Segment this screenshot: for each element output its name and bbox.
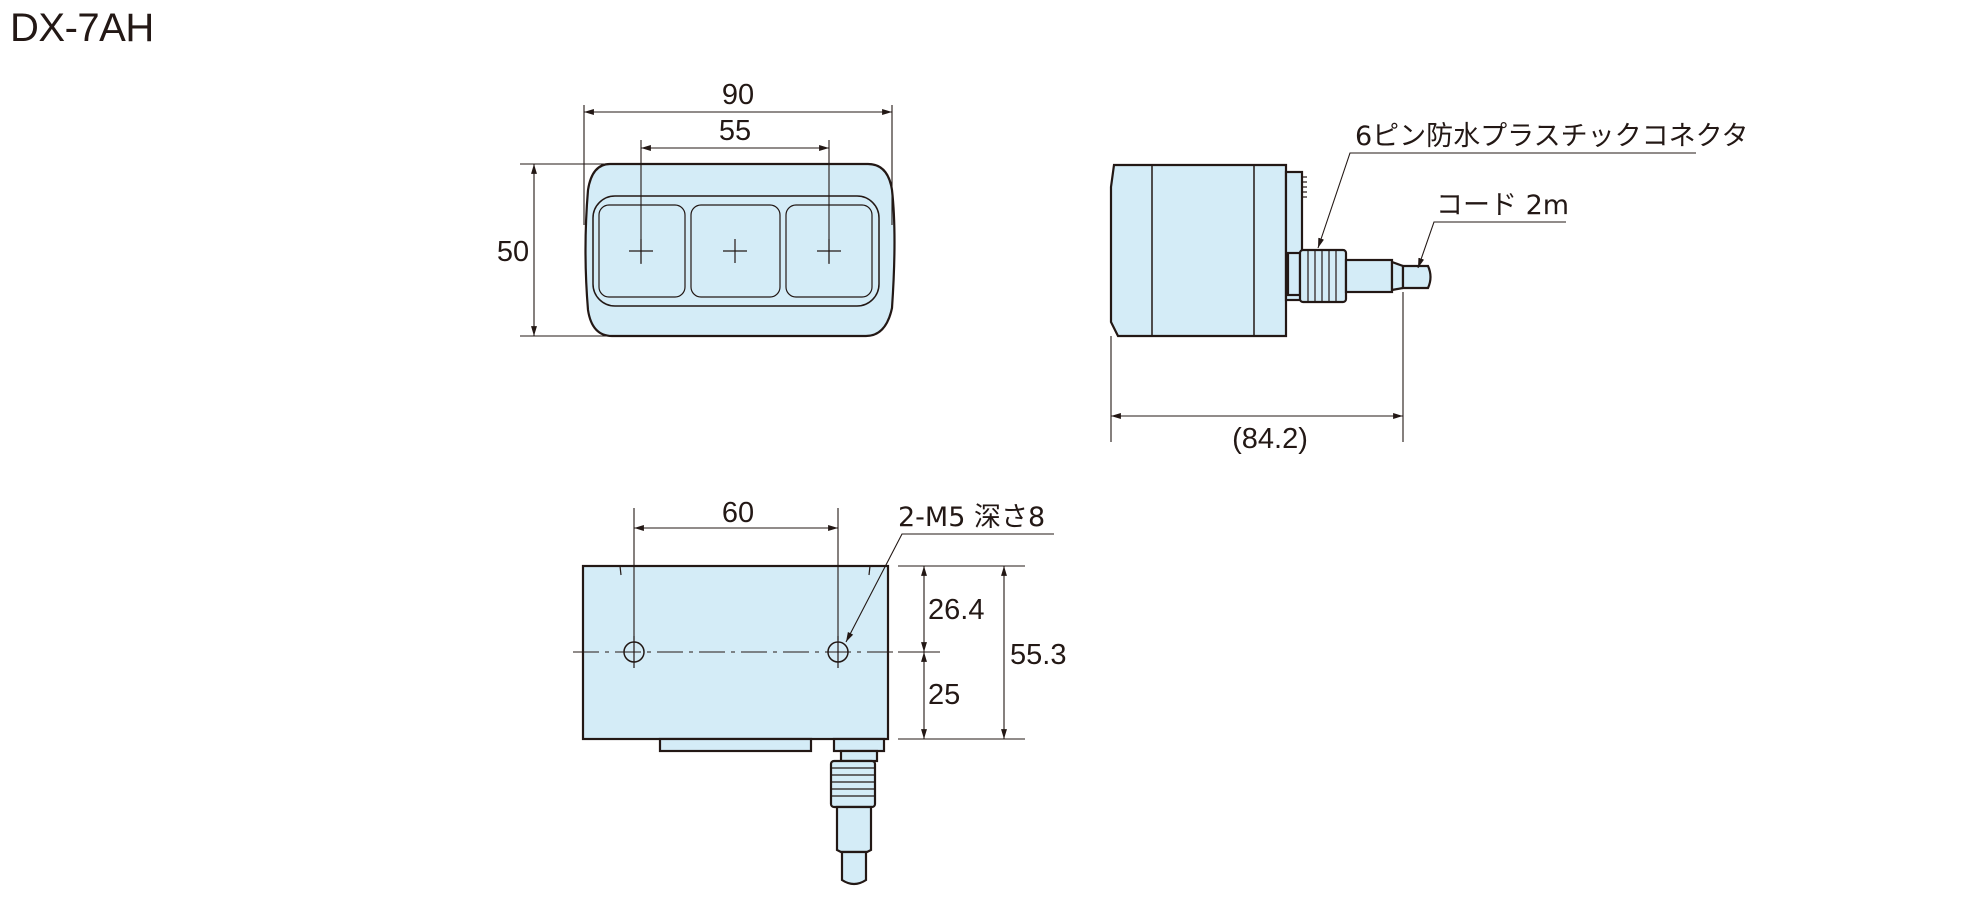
cable-boot xyxy=(1344,258,1394,294)
dim-pitch-label: 55 xyxy=(719,115,751,147)
hole-label: 2-M5 深さ8 xyxy=(898,502,1045,533)
front-window-frame xyxy=(592,195,880,307)
dim-length-label: (84.2) xyxy=(1232,423,1308,455)
side-view: 6ピン防水プラスチックコネクタ コード 2m (84.2) xyxy=(1109,121,1749,455)
dim-width-label: 90 xyxy=(722,79,754,111)
dim-hole-pitch-label: 60 xyxy=(722,497,754,529)
connector-collar xyxy=(839,749,879,763)
dim-upper-label: 26.4 xyxy=(928,594,984,626)
side-rear-fins xyxy=(1302,176,1307,198)
bottom-connector-threads xyxy=(831,767,875,797)
connector-threads xyxy=(1307,250,1337,302)
front-view: 90 55 50 xyxy=(497,79,896,338)
bottom-view: 60 2-M5 深さ8 26.4 25 55.3 xyxy=(573,497,1066,886)
connector-mount xyxy=(832,737,886,753)
bottom-cable xyxy=(840,850,868,886)
connector-nut xyxy=(1298,248,1348,304)
drawing-title: DX-7AH xyxy=(10,6,154,50)
dim-height-label: 50 xyxy=(497,236,529,268)
mounting-holes xyxy=(623,636,849,668)
cord-label: コード 2m xyxy=(1436,190,1569,221)
dim-lower-label: 25 xyxy=(928,679,960,711)
side-housing xyxy=(1109,163,1288,338)
lens-center xyxy=(690,204,781,298)
connector-label: 6ピン防水プラスチックコネクタ xyxy=(1355,121,1749,152)
front-housing xyxy=(584,162,896,338)
connector-base xyxy=(1286,251,1302,297)
cable xyxy=(1401,264,1432,290)
lens-left xyxy=(598,204,686,298)
bottom-foot xyxy=(658,737,813,753)
dim-total-label: 55.3 xyxy=(1010,639,1066,671)
